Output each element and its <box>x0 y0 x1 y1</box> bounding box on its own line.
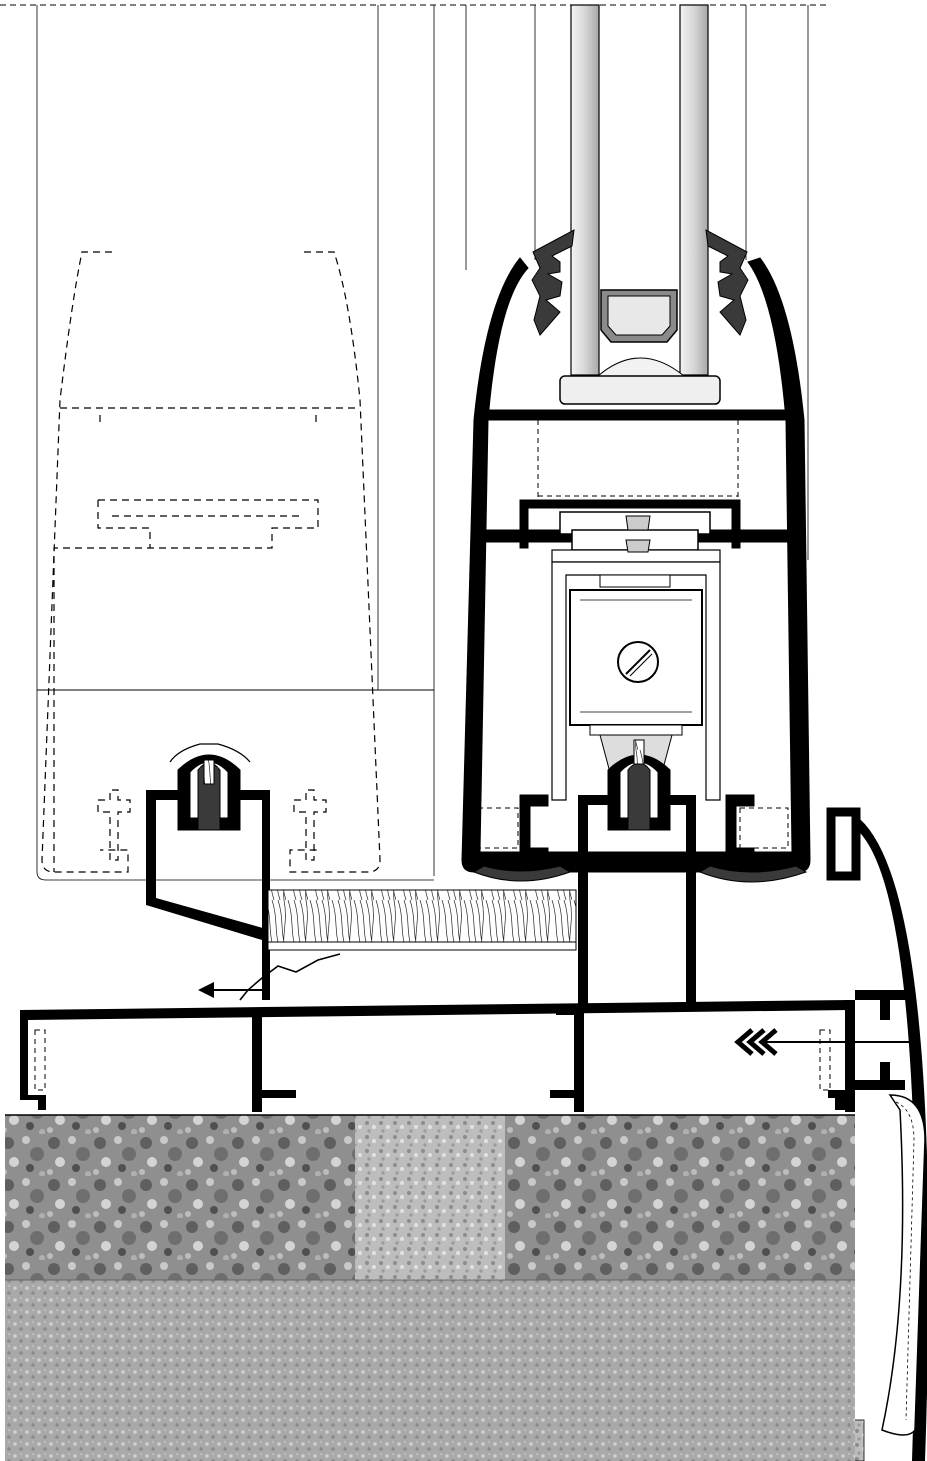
glazing-gasket <box>472 865 808 883</box>
glazing-gasket <box>531 229 749 336</box>
ghost-sash-outline <box>41 251 381 873</box>
cover-cap <box>855 815 927 1461</box>
airflow-arrow <box>734 1028 918 1056</box>
spacer-bar <box>597 289 685 377</box>
drainage-arrow <box>198 953 341 1001</box>
outer-frame-profile <box>20 790 915 1112</box>
glazing-block <box>559 375 721 405</box>
adjustment-screw <box>617 515 659 683</box>
brush-seal <box>203 739 645 785</box>
brush-seal <box>267 941 577 951</box>
glazing-gasket <box>169 743 861 881</box>
double-glazing-pane <box>570 4 709 376</box>
plaster-wall <box>5 1280 855 1461</box>
brush-seal <box>267 889 577 943</box>
concrete-sill <box>5 1114 855 1280</box>
hardware-roller <box>551 511 721 801</box>
ghost-sash-outline <box>34 807 831 1091</box>
ghost-sash-outline <box>36 690 434 881</box>
guide-lines <box>36 5 809 876</box>
